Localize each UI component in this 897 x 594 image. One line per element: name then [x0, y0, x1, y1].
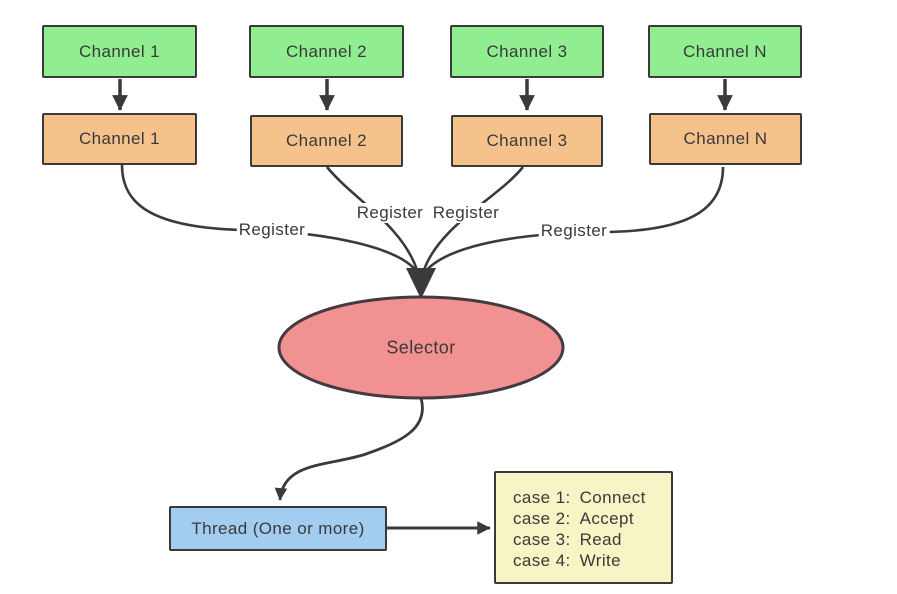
- case-label-1: case 1:: [513, 488, 571, 507]
- registered-channel-box-2: Channel 2: [250, 115, 403, 167]
- case-row-4: case 4: Write: [513, 550, 621, 571]
- registered-channel-label-3: Channel 3: [486, 131, 568, 150]
- registered-channel-label-1: Channel 1: [78, 129, 161, 148]
- case-label-2: case 2:: [513, 509, 571, 528]
- register-label-1: Register: [236, 220, 308, 240]
- source-channel-label-2: Channel 2: [285, 41, 368, 61]
- register-label-4: Register: [538, 221, 610, 241]
- case-list-box: case 1: Connect case 2: Accept case 3: R…: [494, 471, 673, 584]
- case-row-1: case 1: Connect: [513, 487, 646, 508]
- case-row-3: case 3: Read: [513, 529, 622, 550]
- source-channel-box-2: Channel 2: [249, 25, 404, 78]
- source-channel-box-1: Channel 1: [42, 25, 197, 78]
- source-channel-box-3: Channel 3: [450, 25, 604, 78]
- registered-channel-label-n: Channel N: [683, 129, 768, 148]
- case-label-4: case 4:: [513, 551, 571, 570]
- case-action-1: Connect: [579, 488, 646, 507]
- registered-channel-box-n: Channel N: [649, 113, 802, 165]
- register-label-3: Register: [430, 203, 502, 223]
- registered-channel-label-2: Channel 2: [285, 131, 368, 150]
- registered-channel-box-1: Channel 1: [42, 113, 197, 165]
- case-row-2: case 2: Accept: [513, 508, 634, 529]
- thread-label: Thread (One or more): [191, 518, 365, 538]
- thread-box: Thread (One or more): [169, 506, 387, 551]
- selector-to-thread-curve: [274, 397, 424, 501]
- source-channel-box-n: Channel N: [648, 25, 802, 78]
- source-channel-label-n: Channel N: [683, 41, 767, 61]
- selector-in-arrowhead: [406, 268, 436, 299]
- case-action-3: Read: [579, 530, 622, 549]
- source-channel-label-3: Channel 3: [486, 41, 568, 61]
- case-label-3: case 3:: [513, 530, 571, 549]
- source-channel-label-1: Channel 1: [78, 41, 161, 61]
- registered-channel-box-3: Channel 3: [451, 115, 603, 167]
- selector-label: Selector: [386, 337, 456, 358]
- case-action-2: Accept: [579, 509, 634, 528]
- case-action-4: Write: [579, 551, 621, 570]
- register-label-2: Register: [354, 203, 426, 223]
